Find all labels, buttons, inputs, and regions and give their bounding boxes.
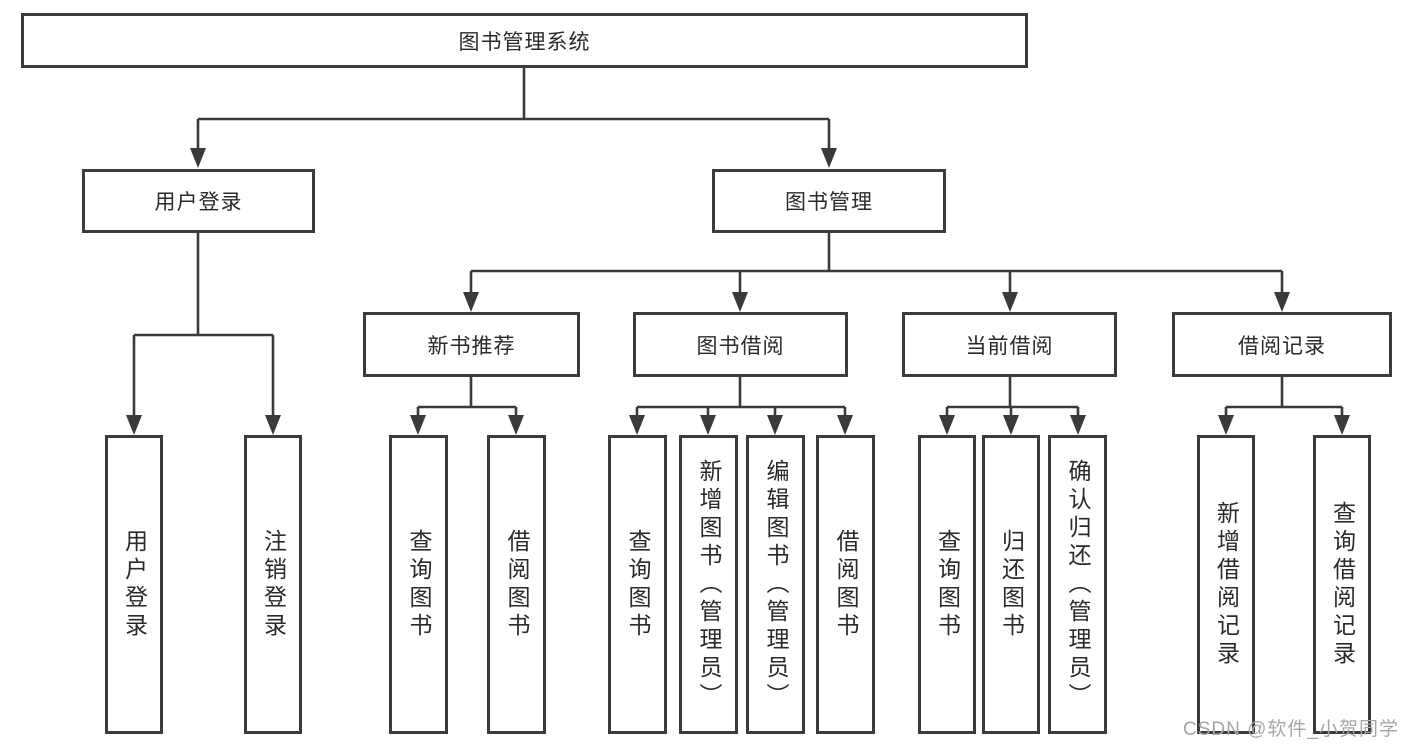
leaf-add-books-admin: 新增图书（管理员） xyxy=(679,435,738,734)
node-book-management: 图书管理 xyxy=(712,169,946,233)
leaf-label: 归还图书 xyxy=(998,528,1025,641)
node-borrow-record: 借阅记录 xyxy=(1172,312,1392,377)
arrow-down-icon xyxy=(767,415,783,435)
leaf-label: 确认归还（管理员） xyxy=(1065,458,1091,711)
arrow-down-icon xyxy=(1218,415,1234,435)
arrow-down-icon xyxy=(732,292,748,312)
leaf-edit-books-admin: 编辑图书（管理员） xyxy=(746,435,805,734)
leaf-label: 查询图书 xyxy=(625,528,651,641)
leaf-label: 查询图书 xyxy=(934,528,961,641)
arrow-down-icon xyxy=(821,148,837,168)
leaf-confirm-return-admin: 确认归还（管理员） xyxy=(1048,435,1107,734)
leaf-borrow-books-1: 借阅图书 xyxy=(487,435,546,734)
leaf-borrow-books-2: 借阅图书 xyxy=(816,435,875,734)
node-new-book-recommend: 新书推荐 xyxy=(363,312,580,377)
node-current-borrow-label: 当前借阅 xyxy=(965,334,1054,358)
arrow-down-icon xyxy=(700,415,716,435)
leaf-label: 借阅图书 xyxy=(504,528,530,641)
arrow-down-icon xyxy=(508,415,524,435)
leaf-label: 查询借阅记录 xyxy=(1329,500,1356,669)
leaf-return-books: 归还图书 xyxy=(982,435,1040,734)
leaf-query-books-1: 查询图书 xyxy=(389,435,448,734)
leaf-query-books-3: 查询图书 xyxy=(918,435,976,734)
arrow-down-icon xyxy=(1002,292,1018,312)
arrow-down-icon xyxy=(463,292,479,312)
arrow-down-icon xyxy=(190,148,206,168)
node-root: 图书管理系统 xyxy=(21,13,1028,68)
arrow-down-icon xyxy=(939,415,955,435)
connector-records-to-leaves xyxy=(1218,377,1350,435)
leaf-label: 用户登录 xyxy=(121,528,148,641)
arrow-down-icon xyxy=(1274,292,1290,312)
connector-book-mgmt-to-level3 xyxy=(463,233,1290,312)
leaf-label: 注销登录 xyxy=(260,528,287,641)
node-user-login-label: 用户登录 xyxy=(154,191,243,214)
csdn-watermark: CSDN @软件_小贺同学 xyxy=(1183,719,1399,740)
arrow-down-icon xyxy=(1334,415,1350,435)
node-borrow-record-label: 借阅记录 xyxy=(1238,334,1326,358)
node-book-borrow-label: 图书借阅 xyxy=(696,334,785,358)
leaf-label: 借阅图书 xyxy=(833,528,859,641)
leaf-query-borrow-record: 查询借阅记录 xyxy=(1313,435,1371,734)
arrow-down-icon xyxy=(1070,415,1086,435)
node-book-management-label: 图书管理 xyxy=(785,191,873,214)
node-root-label: 图书管理系统 xyxy=(458,30,591,54)
leaf-logout: 注销登录 xyxy=(244,435,302,734)
leaf-add-borrow-record: 新增借阅记录 xyxy=(1197,435,1255,734)
node-new-book-recommend-label: 新书推荐 xyxy=(427,334,516,358)
connector-borrow-to-leaves xyxy=(629,377,853,435)
node-user-login: 用户登录 xyxy=(82,169,315,233)
leaf-label: 查询图书 xyxy=(406,528,432,641)
arrow-down-icon xyxy=(126,415,142,435)
arrow-down-icon xyxy=(837,415,853,435)
arrow-down-icon xyxy=(1003,415,1019,435)
leaf-user-login: 用户登录 xyxy=(105,435,163,734)
arrow-down-icon xyxy=(629,415,645,435)
connector-root-to-level2 xyxy=(190,66,837,168)
connector-user-login-to-leaves xyxy=(126,233,281,435)
node-book-borrow: 图书借阅 xyxy=(633,312,848,377)
leaf-label: 新增借阅记录 xyxy=(1213,500,1240,669)
leaf-label: 编辑图书（管理员） xyxy=(763,458,789,711)
connector-new-books-to-leaves xyxy=(410,377,524,435)
leaf-label: 新增图书（管理员） xyxy=(696,458,722,711)
arrow-down-icon xyxy=(410,415,426,435)
connector-current-to-leaves xyxy=(939,377,1086,435)
node-current-borrow: 当前借阅 xyxy=(902,312,1117,377)
arrow-down-icon xyxy=(265,415,281,435)
leaf-query-books-2: 查询图书 xyxy=(608,435,667,734)
